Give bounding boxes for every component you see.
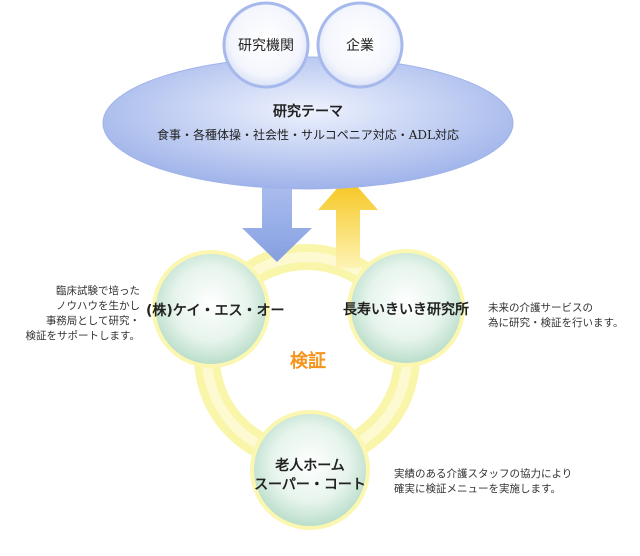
down-arrow bbox=[242, 178, 312, 262]
note-bottom-line: 確実に検証メニューを実施します。 bbox=[394, 483, 561, 495]
note-right-line: 為に研究・検証を行います。 bbox=[488, 317, 624, 329]
theme-ellipse bbox=[102, 56, 514, 190]
node-research-lab bbox=[347, 249, 465, 367]
up-arrow bbox=[318, 176, 378, 268]
theme-subtitle: 食事・各種体操・社会性・サルコペニア対応・ADL対応 bbox=[156, 128, 460, 142]
node-lab-label: 長寿いきいき研究所 bbox=[343, 302, 469, 318]
node-kso bbox=[152, 250, 270, 368]
note-left-line: 臨床試験で培った bbox=[56, 285, 140, 297]
node-kso-label: (株)ケイ・エス・オー bbox=[146, 303, 285, 319]
center-label: 検証 bbox=[290, 351, 326, 372]
top-circle-label-left: 研究機関 bbox=[238, 38, 294, 54]
theme-title: 研究テーマ bbox=[273, 104, 343, 120]
note-left-line: 検証をサポートします。 bbox=[25, 330, 140, 342]
note-left-line: 事務局として研究・ bbox=[45, 315, 140, 327]
note-left: 臨床試験で培った ノウハウを生かし 事務局として研究・ 検証をサポートします。 bbox=[10, 284, 140, 344]
note-right: 未来の介護サービスの 為に研究・検証を行います。 bbox=[488, 301, 638, 331]
note-left-line: ノウハウを生かし bbox=[56, 300, 140, 312]
note-right-line: 未来の介護サービスの bbox=[488, 302, 593, 314]
circle-research-institutions bbox=[222, 1, 310, 89]
circle-companies bbox=[316, 1, 404, 89]
top-circle-label-right: 企業 bbox=[346, 38, 374, 54]
note-bottom-line: 実績のある介護スタッフの協力により bbox=[394, 468, 573, 480]
note-bottom: 実績のある介護スタッフの協力により 確実に検証メニューを実施します。 bbox=[394, 467, 634, 497]
node-nursing-home bbox=[250, 410, 370, 530]
node-home-label-line1: 老人ホーム bbox=[275, 458, 345, 474]
node-home-label-line2: スーパー・コート bbox=[254, 477, 366, 493]
